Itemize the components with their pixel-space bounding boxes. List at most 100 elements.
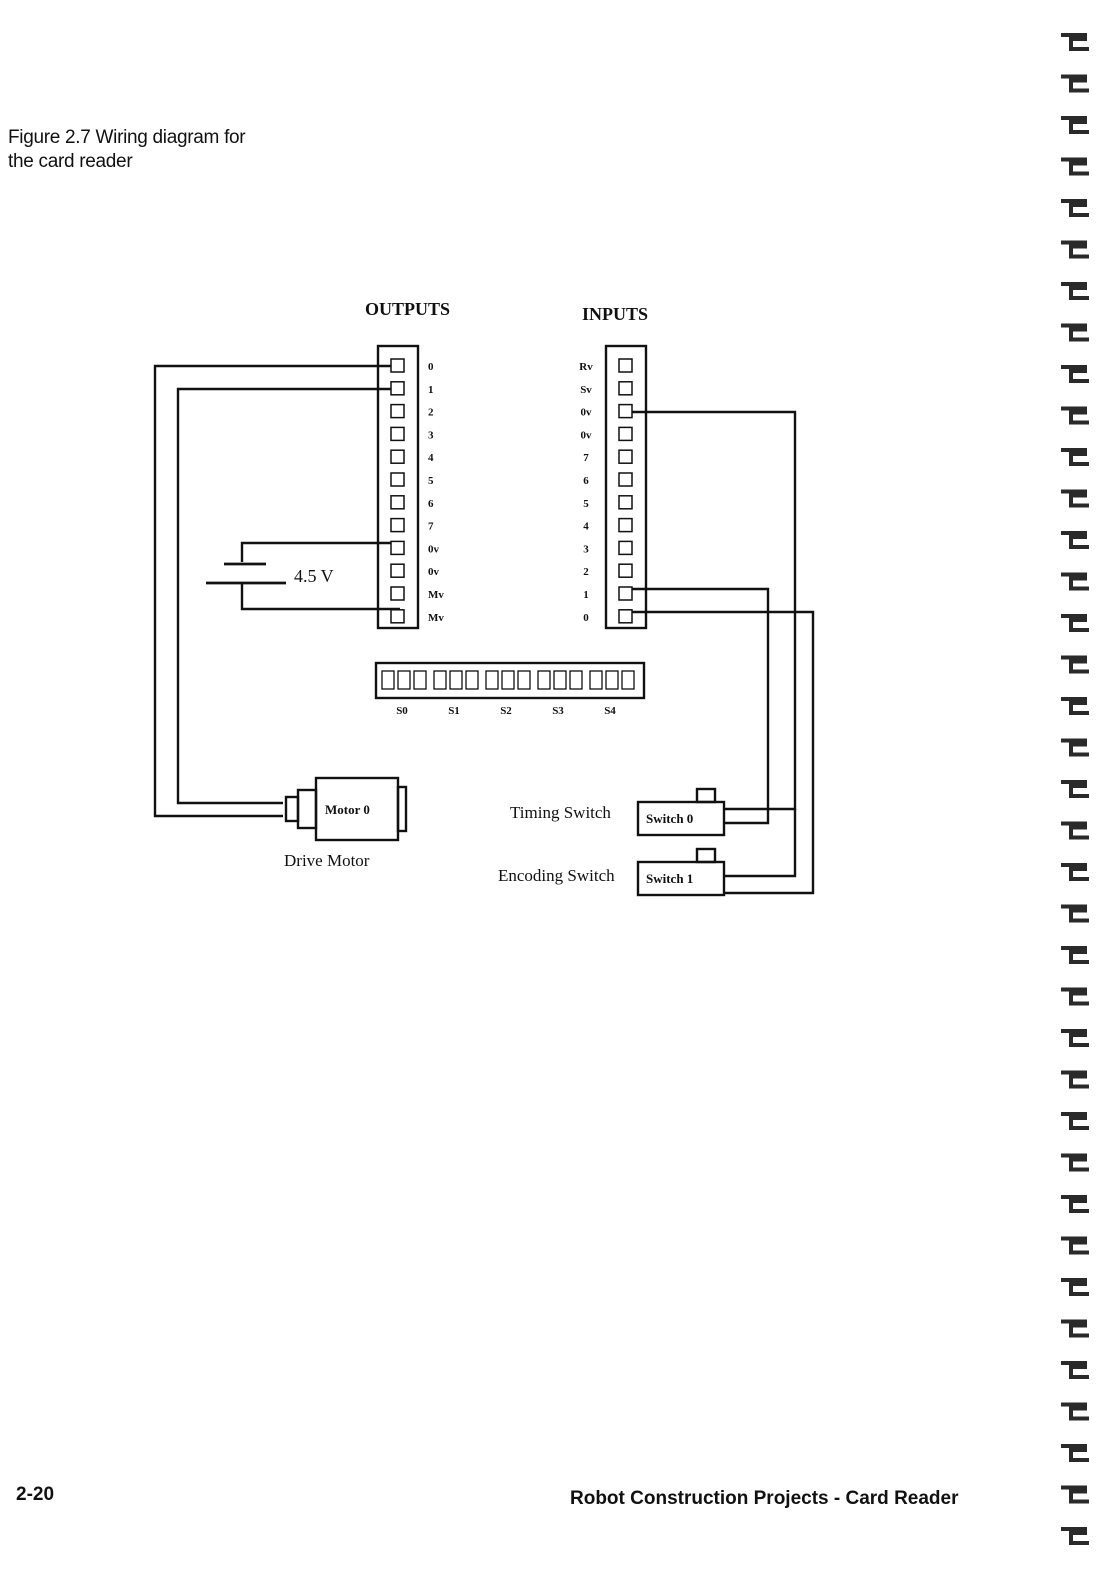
timing-switch-caption: Timing Switch xyxy=(510,803,611,822)
input-pin-label: 0v xyxy=(581,429,593,441)
servo-slot xyxy=(485,670,499,690)
servo-slot xyxy=(589,670,603,690)
battery-wire-0v xyxy=(240,541,400,562)
switch-1-actuator xyxy=(695,847,717,864)
battery-wire-mv xyxy=(240,583,400,611)
output-pin-socket xyxy=(390,609,405,624)
servo-slot xyxy=(501,670,515,690)
input-pin-label: 3 xyxy=(583,543,589,555)
figure-caption: Figure 2.7 Wiring diagram for the card r… xyxy=(8,126,246,174)
spiral-loop xyxy=(1061,282,1089,300)
outputs-terminal-strip xyxy=(376,344,420,630)
servo-slot xyxy=(397,670,411,690)
servo-slot xyxy=(413,670,427,690)
output-pin-socket xyxy=(390,358,405,373)
servo-slot xyxy=(517,670,531,690)
spiral-loop xyxy=(1061,1236,1089,1255)
spiral-loop xyxy=(1061,1029,1089,1047)
spiral-loop xyxy=(1061,1195,1089,1213)
spiral-loop xyxy=(1061,199,1089,217)
spiral-loop xyxy=(1061,1153,1089,1172)
motor-shaft xyxy=(284,795,300,823)
motor-label: Motor 0 xyxy=(325,802,370,817)
output-pin-label: 6 xyxy=(428,498,434,510)
spiral-loop xyxy=(1061,697,1089,715)
input-pin-label: Sv xyxy=(580,384,592,396)
spiral-loop xyxy=(1061,904,1089,923)
spiral-loop xyxy=(1061,1444,1089,1462)
spiral-loop xyxy=(1061,489,1089,508)
motor-caption: Drive Motor xyxy=(284,851,370,870)
output-pin-socket xyxy=(390,540,405,556)
input-pin-socket xyxy=(618,609,633,624)
output-pin-label: Mv xyxy=(428,612,444,624)
servo-label: S1 xyxy=(448,705,460,717)
input-pin-socket xyxy=(618,563,633,578)
running-title: Robot Construction Projects - Card Reade… xyxy=(570,1488,959,1509)
motor-wire-output-1 xyxy=(176,387,400,805)
servo-label: S4 xyxy=(604,705,616,717)
spiral-loop xyxy=(1061,240,1089,259)
output-pin-label: 2 xyxy=(428,407,434,419)
switch-1-label: Switch 1 xyxy=(646,871,693,886)
output-pin-label: 4 xyxy=(428,452,434,464)
output-pin-label: 0v xyxy=(428,543,440,555)
servo-slot xyxy=(433,670,447,690)
output-pin-label: 7 xyxy=(428,521,434,533)
output-pin-socket xyxy=(390,426,405,442)
input-pin-socket xyxy=(618,403,633,419)
spiral-loop xyxy=(1061,406,1089,425)
servo-connector-strip xyxy=(374,661,646,700)
input-pin-label: 5 xyxy=(583,498,589,510)
outputs-heading: OUTPUTS xyxy=(365,299,450,319)
switch-0-actuator xyxy=(695,787,717,804)
motor-flange xyxy=(296,788,318,830)
input-pin-socket xyxy=(618,472,633,487)
motor-endcap xyxy=(396,785,408,833)
input-pin-label: 0v xyxy=(581,407,593,419)
servo-slot xyxy=(449,670,463,690)
spiral-loop xyxy=(1061,1278,1089,1296)
output-pin-socket xyxy=(390,449,405,464)
spiral-loop xyxy=(1061,116,1089,134)
spiral-loop xyxy=(1061,74,1089,93)
battery-label: 4.5 V xyxy=(294,566,334,586)
input-pin-socket xyxy=(618,426,633,442)
output-pin-label: Mv xyxy=(428,589,444,601)
input-pin-socket xyxy=(618,381,633,396)
output-pin-label: 3 xyxy=(428,429,434,441)
input-pin-socket xyxy=(618,495,633,510)
servo-slot xyxy=(605,670,619,690)
servo-slot xyxy=(621,670,635,690)
input-wire-0v-switch1 xyxy=(724,809,797,878)
input-pin-label: Rv xyxy=(579,361,593,373)
input-pin-socket xyxy=(618,517,633,533)
spiral-loop xyxy=(1061,448,1089,466)
output-pin-socket xyxy=(390,563,405,578)
input-pin-socket xyxy=(618,586,633,601)
input-pin-label: 6 xyxy=(583,475,589,487)
spiral-loop xyxy=(1061,1319,1089,1338)
spiral-loop xyxy=(1061,1402,1089,1421)
output-pin-label: 1 xyxy=(428,384,434,396)
spiral-loop xyxy=(1061,572,1089,591)
switch-0-body xyxy=(636,800,726,837)
input-pin-socket xyxy=(618,449,633,464)
input-pin-socket xyxy=(618,358,633,373)
output-pin-socket xyxy=(390,472,405,487)
switch-0-label: Switch 0 xyxy=(646,811,693,826)
inputs-heading: INPUTS xyxy=(582,304,648,324)
output-pin-socket xyxy=(390,403,405,419)
servo-slot xyxy=(465,670,479,690)
spiral-loop xyxy=(1061,1527,1089,1545)
spiral-loop xyxy=(1061,365,1089,383)
spiral-binding xyxy=(1061,33,1089,1545)
page-number: 2-20 xyxy=(16,1484,55,1505)
input-pin-label: 1 xyxy=(583,589,589,601)
spiral-loop xyxy=(1061,863,1089,881)
output-pin-socket xyxy=(390,586,405,601)
